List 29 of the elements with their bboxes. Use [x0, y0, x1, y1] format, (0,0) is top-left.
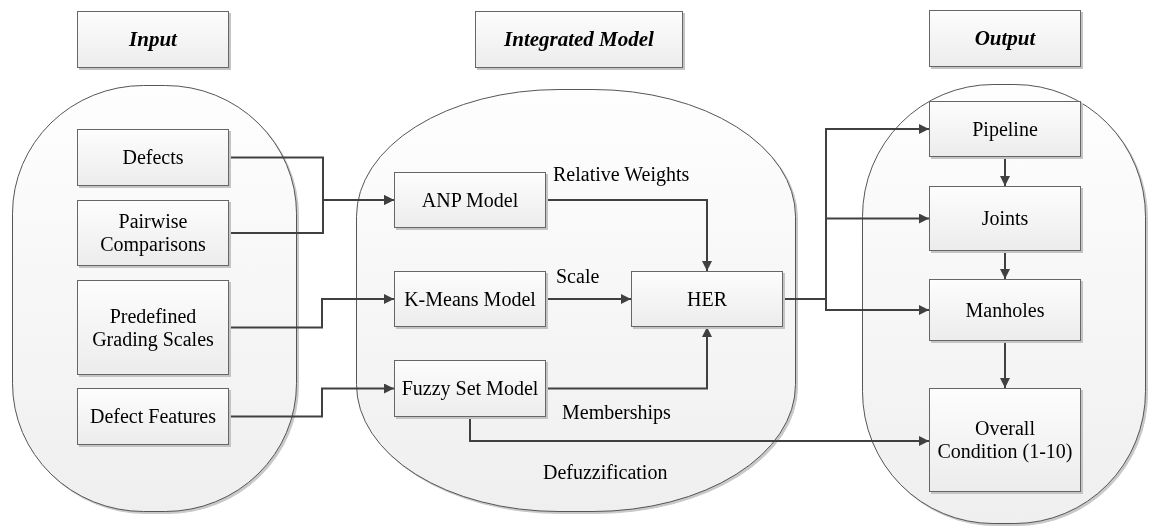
arrow	[1000, 156, 1010, 187]
arrow	[545, 294, 632, 304]
process-box: Overall Condition (1-10)	[929, 388, 1081, 492]
process-box: Joints	[929, 186, 1081, 251]
process-box: HER	[631, 271, 783, 327]
section-heading-box: Integrated Model	[475, 11, 683, 68]
section-heading-box: Input	[77, 11, 229, 68]
process-box: Predefined Grading Scales	[77, 280, 229, 375]
process-box: Pipeline	[929, 101, 1081, 157]
arrow	[545, 326, 712, 390]
process-box: K-Means Model	[394, 271, 546, 327]
process-box: Fuzzy Set Model	[394, 360, 546, 417]
process-box: ANP Model	[394, 172, 546, 228]
process-box: Defects	[77, 129, 229, 186]
edge-label: Relative Weights	[553, 163, 690, 185]
section-heading-box: Output	[929, 10, 1081, 67]
process-box: Manholes	[929, 279, 1081, 341]
arrow	[1000, 250, 1010, 280]
arrow	[469, 416, 930, 446]
arrow	[228, 294, 395, 329]
edge-label: Defuzzification	[543, 461, 668, 483]
arrow	[228, 195, 395, 234]
edge-label: Memberships	[562, 401, 671, 423]
process-box: Defect Features	[77, 388, 229, 445]
arrow	[228, 383, 395, 418]
arrow	[1000, 340, 1010, 389]
edge-label: Scale	[556, 265, 600, 287]
arrow	[545, 199, 712, 272]
process-box: Pairwise Comparisons	[77, 200, 229, 266]
